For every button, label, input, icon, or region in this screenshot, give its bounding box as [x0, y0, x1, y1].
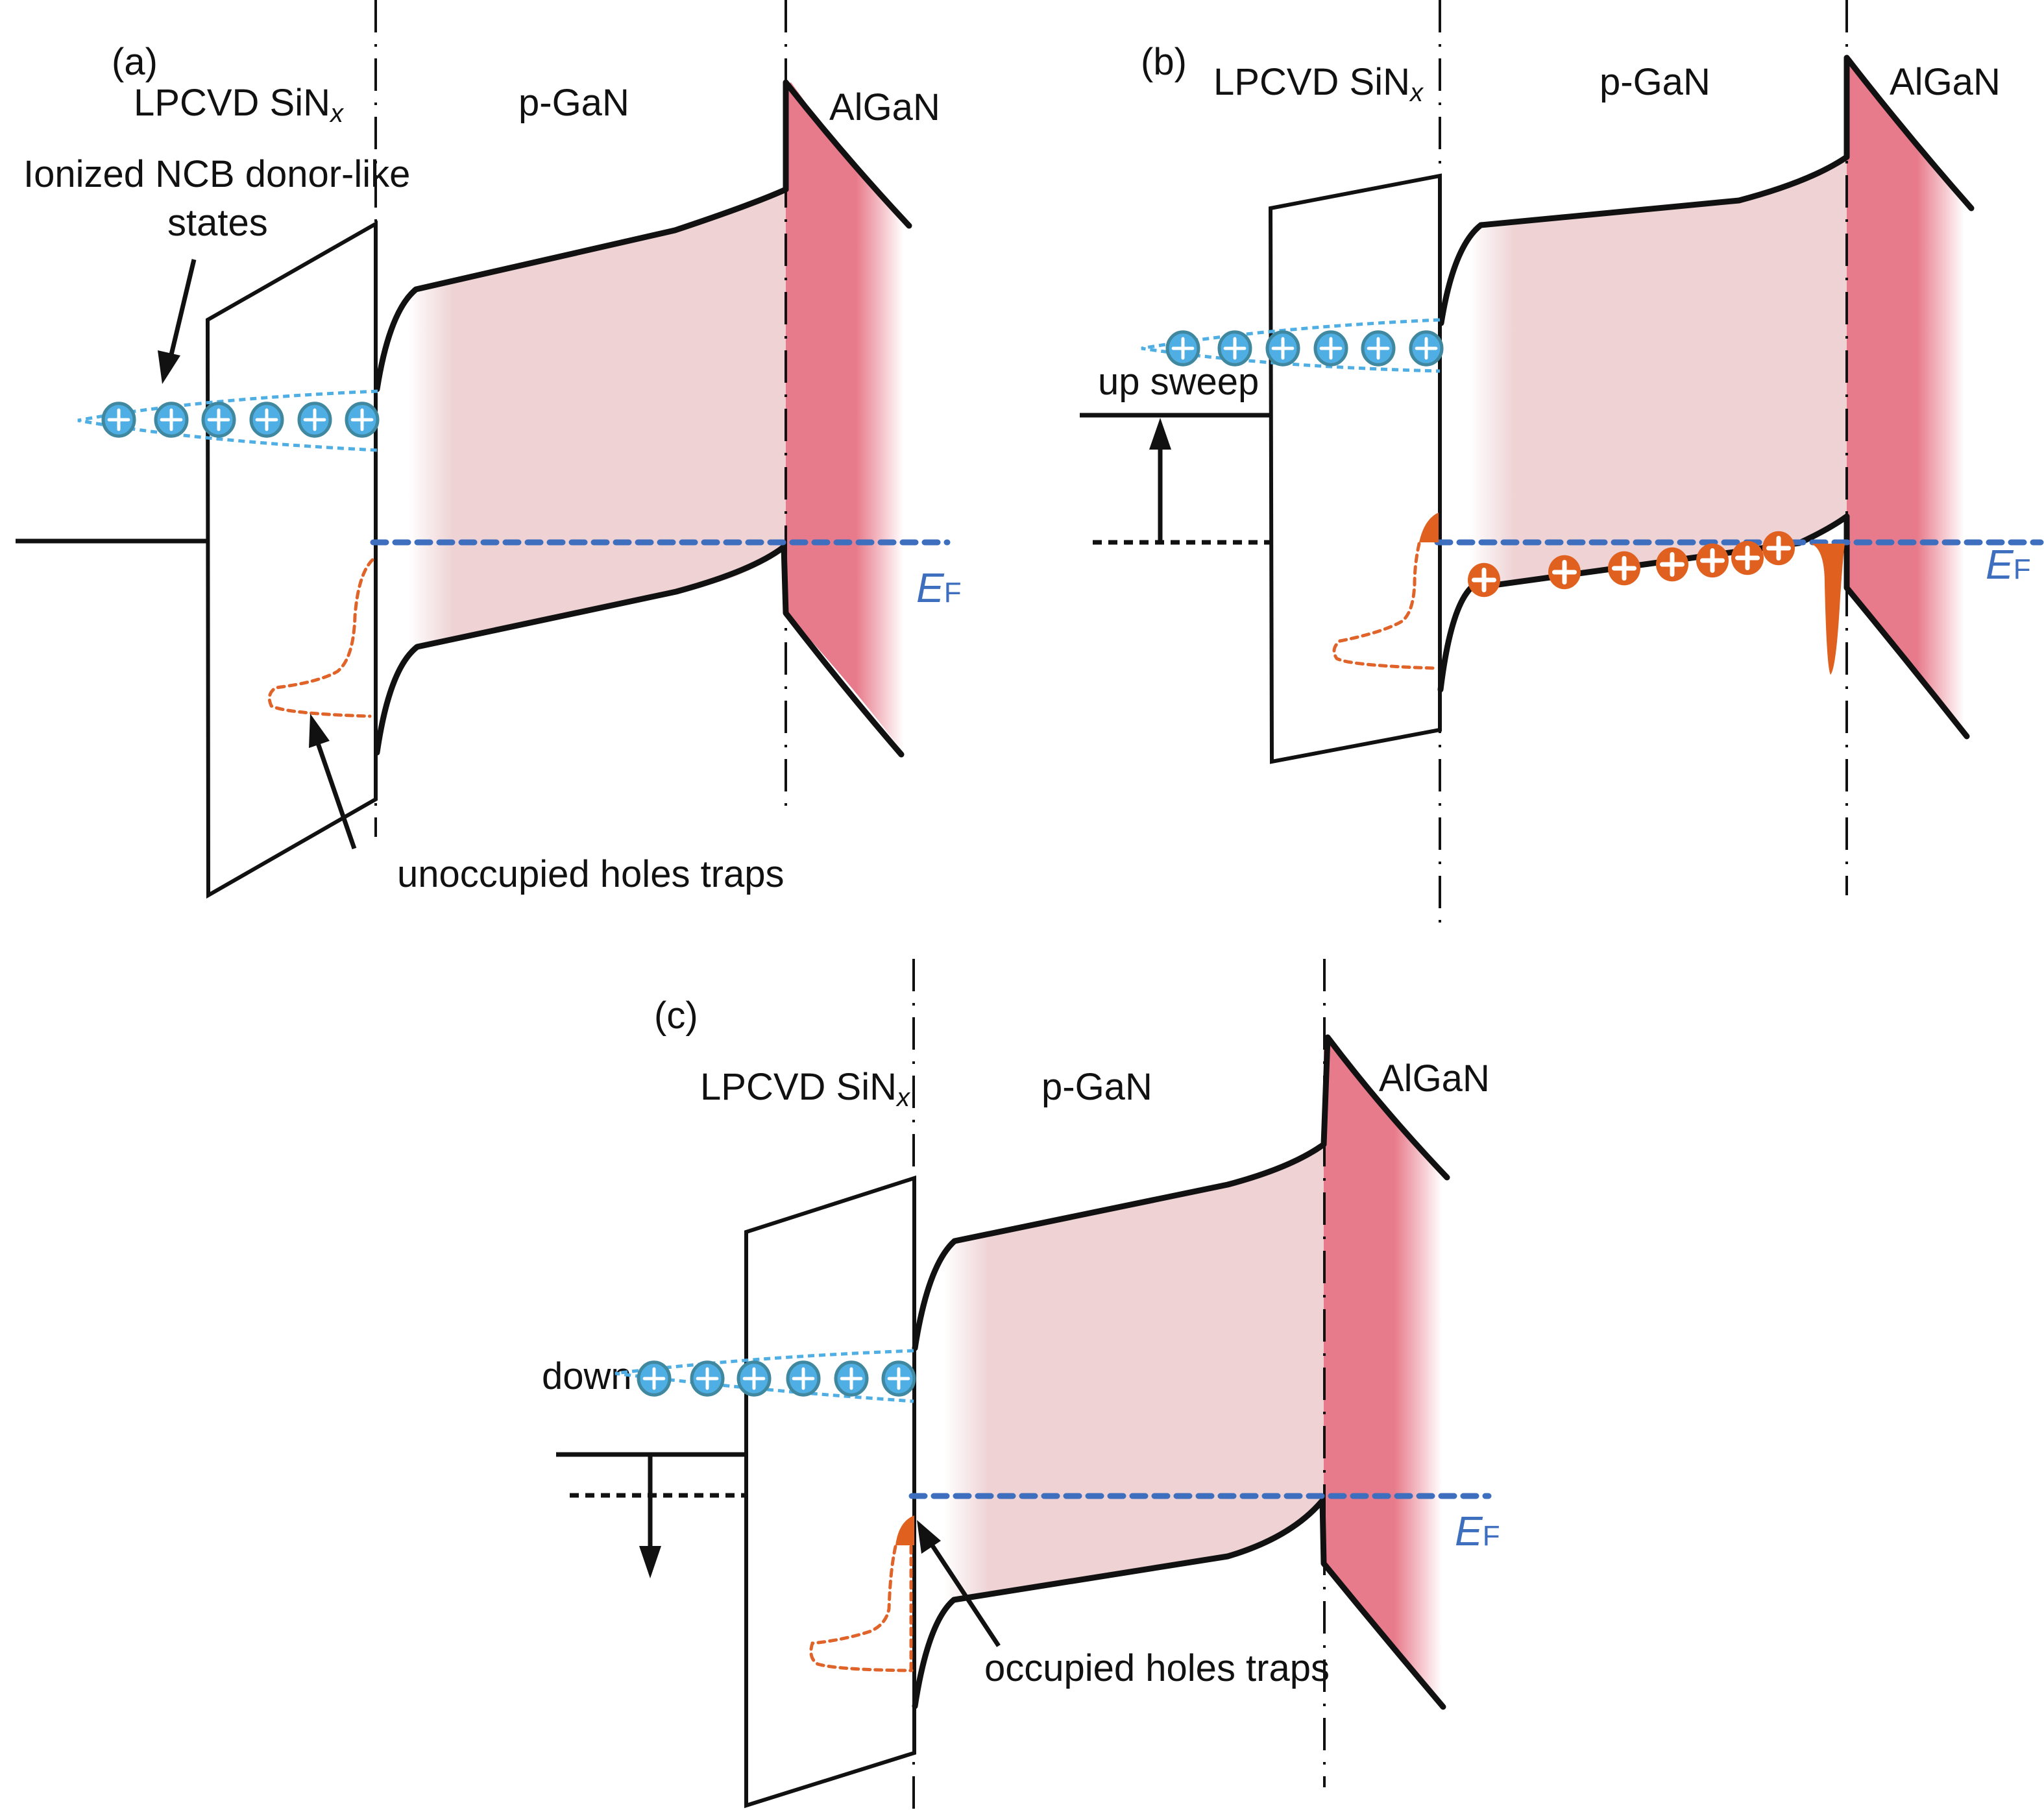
ionized-states-label-2: states: [167, 202, 268, 244]
fermi-level-label: EF: [1455, 1508, 1500, 1554]
ionized-donor-state: [1165, 330, 1200, 367]
algan-label: AlGaN: [1379, 1057, 1490, 1100]
ionized-donor-state: [1361, 330, 1396, 367]
ionized-states-label: Ionized NCB donor-like: [23, 153, 410, 195]
ionized-donor-state: [881, 1360, 916, 1397]
arrow-head: [158, 350, 180, 384]
ionized-states-group: [77, 389, 380, 452]
ionized-states-group: [1141, 318, 1444, 373]
ionized-states-envelope: [1141, 318, 1441, 373]
ionized-donor-state: [637, 1360, 672, 1397]
ionized-donor-state: [345, 402, 380, 438]
hole-charge: [1548, 555, 1581, 590]
algan-label: AlGaN: [829, 86, 940, 128]
traps-arrow: [927, 1539, 1001, 1647]
occupied-trap-region: [895, 1515, 914, 1545]
arrow-head: [917, 1520, 941, 1554]
valence-band: [1437, 513, 1970, 740]
hole-charge: [1656, 547, 1688, 582]
holes-group: [1468, 531, 1795, 597]
panel-b: EF (b) LPCVD SiNx p-GaN AlGaN up sweep: [1080, 0, 2044, 931]
ionized-donor-state: [1409, 330, 1444, 367]
algan-band-fill: [1847, 58, 1964, 733]
ionized-donor-state: [201, 402, 236, 438]
ionized-donor-state: [1265, 330, 1300, 367]
insulator-label: LPCVD SiNx: [700, 1066, 911, 1112]
down-sweep-label: down: [542, 1355, 632, 1397]
conduction-band: [374, 79, 912, 392]
valence-band: [374, 544, 905, 758]
ionized-donor-state: [736, 1360, 772, 1397]
hole-charge: [1762, 531, 1795, 566]
conduction-band: [1438, 54, 1975, 326]
traps-label: unoccupied holes traps: [397, 853, 785, 895]
ionized-donor-state: [154, 402, 189, 438]
hole-charge: [1608, 551, 1640, 586]
ionized-donor-state: [834, 1360, 869, 1397]
arrow-head: [639, 1546, 661, 1578]
hole-trap-distribution: [809, 1545, 914, 1672]
hole-trap-distribution: [1332, 542, 1438, 670]
occupied-trap-region: [1419, 513, 1439, 542]
fermi-level-label: EF: [916, 564, 962, 611]
pgan-band-fill: [1470, 157, 1847, 588]
panel-label-b: (b): [1141, 41, 1187, 83]
insulator-band: [1268, 173, 1442, 764]
panel-c: EF down (c) LPCVD SiNx p-GaN AlGaN occup…: [542, 959, 1500, 1810]
pgan-label: p-GaN: [518, 82, 629, 124]
fermi-level-label: EF: [1986, 541, 2031, 588]
ionized-donor-state: [249, 402, 284, 438]
hole-charge: [1731, 540, 1764, 575]
valence-band: [912, 1497, 1446, 1710]
insulator-label: LPCVD SiNx: [1213, 61, 1424, 107]
ionized-donor-state: [1217, 330, 1252, 367]
ionized-donor-state: [297, 402, 332, 438]
insulator-band: [205, 220, 378, 899]
hole-charge: [1468, 562, 1500, 597]
insulator-label: LPCVD SiNx: [134, 82, 345, 128]
up-sweep-label: up sweep: [1098, 361, 1259, 403]
ionized-donor-state: [786, 1360, 821, 1397]
ionized-states-envelope: [77, 389, 378, 452]
conduction-band: [912, 1034, 1450, 1351]
ionized-states-envelope: [614, 1349, 914, 1403]
panel-label-c: (c): [654, 995, 698, 1037]
hole-charge: [1696, 543, 1729, 578]
panel-label-a: (a): [112, 41, 158, 83]
arrow-head: [309, 714, 330, 748]
pgan-label: p-GaN: [1041, 1066, 1152, 1108]
ionized-donor-state: [101, 402, 136, 438]
hole-accumulation-spike: [1810, 544, 1845, 675]
hole-trap-distribution: [267, 558, 374, 718]
ionized-states-group: [614, 1349, 916, 1403]
pgan-band-fill: [944, 1144, 1324, 1601]
panel-a: EF (a) LPCVD SiNx p-GaN AlGaN Ionized NC…: [16, 0, 962, 899]
pgan-label: p-GaN: [1600, 61, 1710, 103]
arrow-head: [1149, 418, 1171, 450]
insulator-band: [744, 1175, 916, 1809]
ionized-states-arrow: [167, 259, 197, 361]
algan-label: AlGaN: [1890, 61, 2001, 103]
algan-band-fill: [786, 82, 903, 753]
traps-label: occupied holes traps: [984, 1647, 1330, 1689]
ionized-donor-state: [690, 1360, 725, 1397]
ionized-donor-state: [1313, 330, 1348, 367]
algan-band-fill: [1324, 1037, 1442, 1705]
traps-arrow: [314, 738, 357, 850]
pgan-band-fill: [408, 189, 786, 649]
